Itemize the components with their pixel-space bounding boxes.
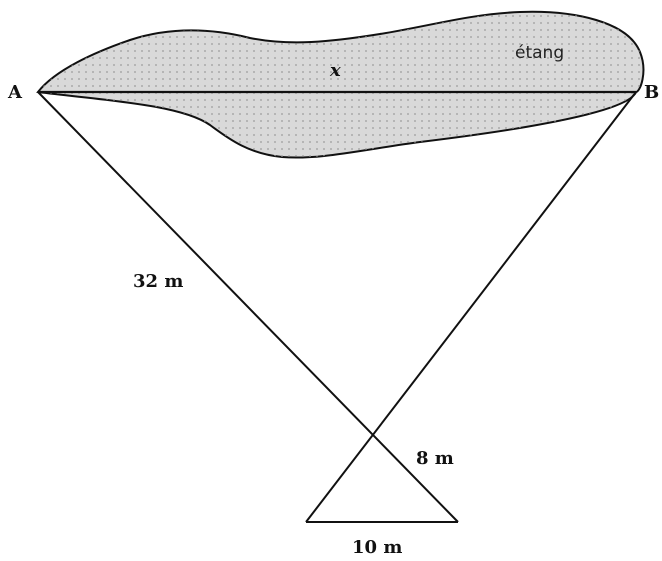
segment-short-label: 8 m [416,448,454,469]
unknown-length-label: x [329,60,341,81]
segment-a-to-base-right [37,91,459,523]
point-b-label: B [644,82,659,103]
point-a-label: A [7,82,23,103]
pond-label: étang [515,43,564,63]
pond-texture [38,11,644,158]
segment-b-to-base-left [305,91,637,523]
segment-long-label: 32 m [133,271,183,292]
segment-base-label: 10 m [352,537,402,558]
